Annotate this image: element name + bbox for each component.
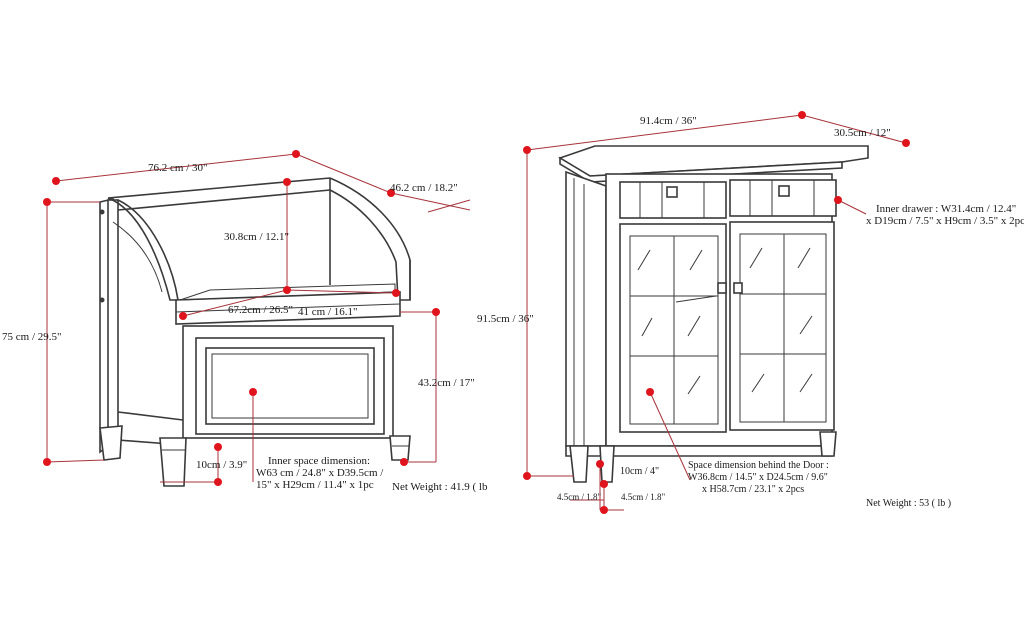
cabinet-door-space-line3: x H58.7cm / 23.1" x 2pcs — [702, 484, 804, 495]
bench-seat-depth-label: 41 cm / 16.1" — [298, 306, 358, 318]
cabinet-net-weight: Net Weight : 53 ( lb ) — [866, 498, 951, 509]
bench-inner-space-line1: Inner space dimension: — [268, 455, 370, 467]
bench-seat-width-label: 67.2cm / 26.5" — [228, 304, 293, 316]
cabinet-dimension-lines — [526, 114, 907, 511]
cabinet-inner-drawer-line2: x D19cm / 7.5" x H9cm / 3.5" x 2pcs — [866, 215, 1024, 227]
bench-height-label: 75 cm / 29.5" — [2, 331, 62, 343]
bench-drawing — [99, 177, 411, 487]
bench-seat-height-label: 43.2cm / 17" — [418, 377, 475, 389]
cabinet-depth-label: 30.5cm / 12" — [834, 127, 891, 139]
bench-back-height-label: 30.8cm / 12.1" — [224, 231, 289, 243]
cabinet-width-label: 91.4cm / 36" — [640, 115, 697, 127]
cabinet-dimension-dots — [523, 111, 910, 514]
cabinet-leg-width-left: 4.5cm / 1.8" — [557, 492, 601, 502]
bench-depth-label: 46.2 cm / 18.2" — [390, 182, 458, 194]
bench-inner-space-line3: 15" x H29cm / 11.4" x 1pc — [256, 479, 374, 491]
cabinet-door-space-line2: W36.8cm / 14.5" x D24.5cm / 9.6" — [688, 472, 828, 483]
cabinet-inner-drawer-line1: Inner drawer : W31.4cm / 12.4" — [876, 203, 1016, 215]
bench-width-label: 76.2 cm / 30" — [148, 162, 208, 174]
cabinet-leg-height-label: 10cm / 4" — [620, 466, 659, 477]
bench-net-weight: Net Weight : 41.9 ( lb — [392, 481, 488, 493]
cabinet-height-label: 91.5cm / 36" — [477, 313, 534, 325]
bench-leg-height-label: 10cm / 3.9" — [196, 459, 247, 471]
cabinet-door-space-line1: Space dimension behind the Door : — [688, 460, 829, 471]
bench-dimension-lines — [46, 153, 471, 483]
bench-dimension-dots — [43, 150, 440, 486]
cabinet-drawing — [558, 145, 869, 483]
bench-inner-space-line2: W63 cm / 24.8" x D39.5cm / — [256, 467, 384, 479]
cabinet-leg-width-right: 4.5cm / 1.8" — [621, 492, 665, 502]
